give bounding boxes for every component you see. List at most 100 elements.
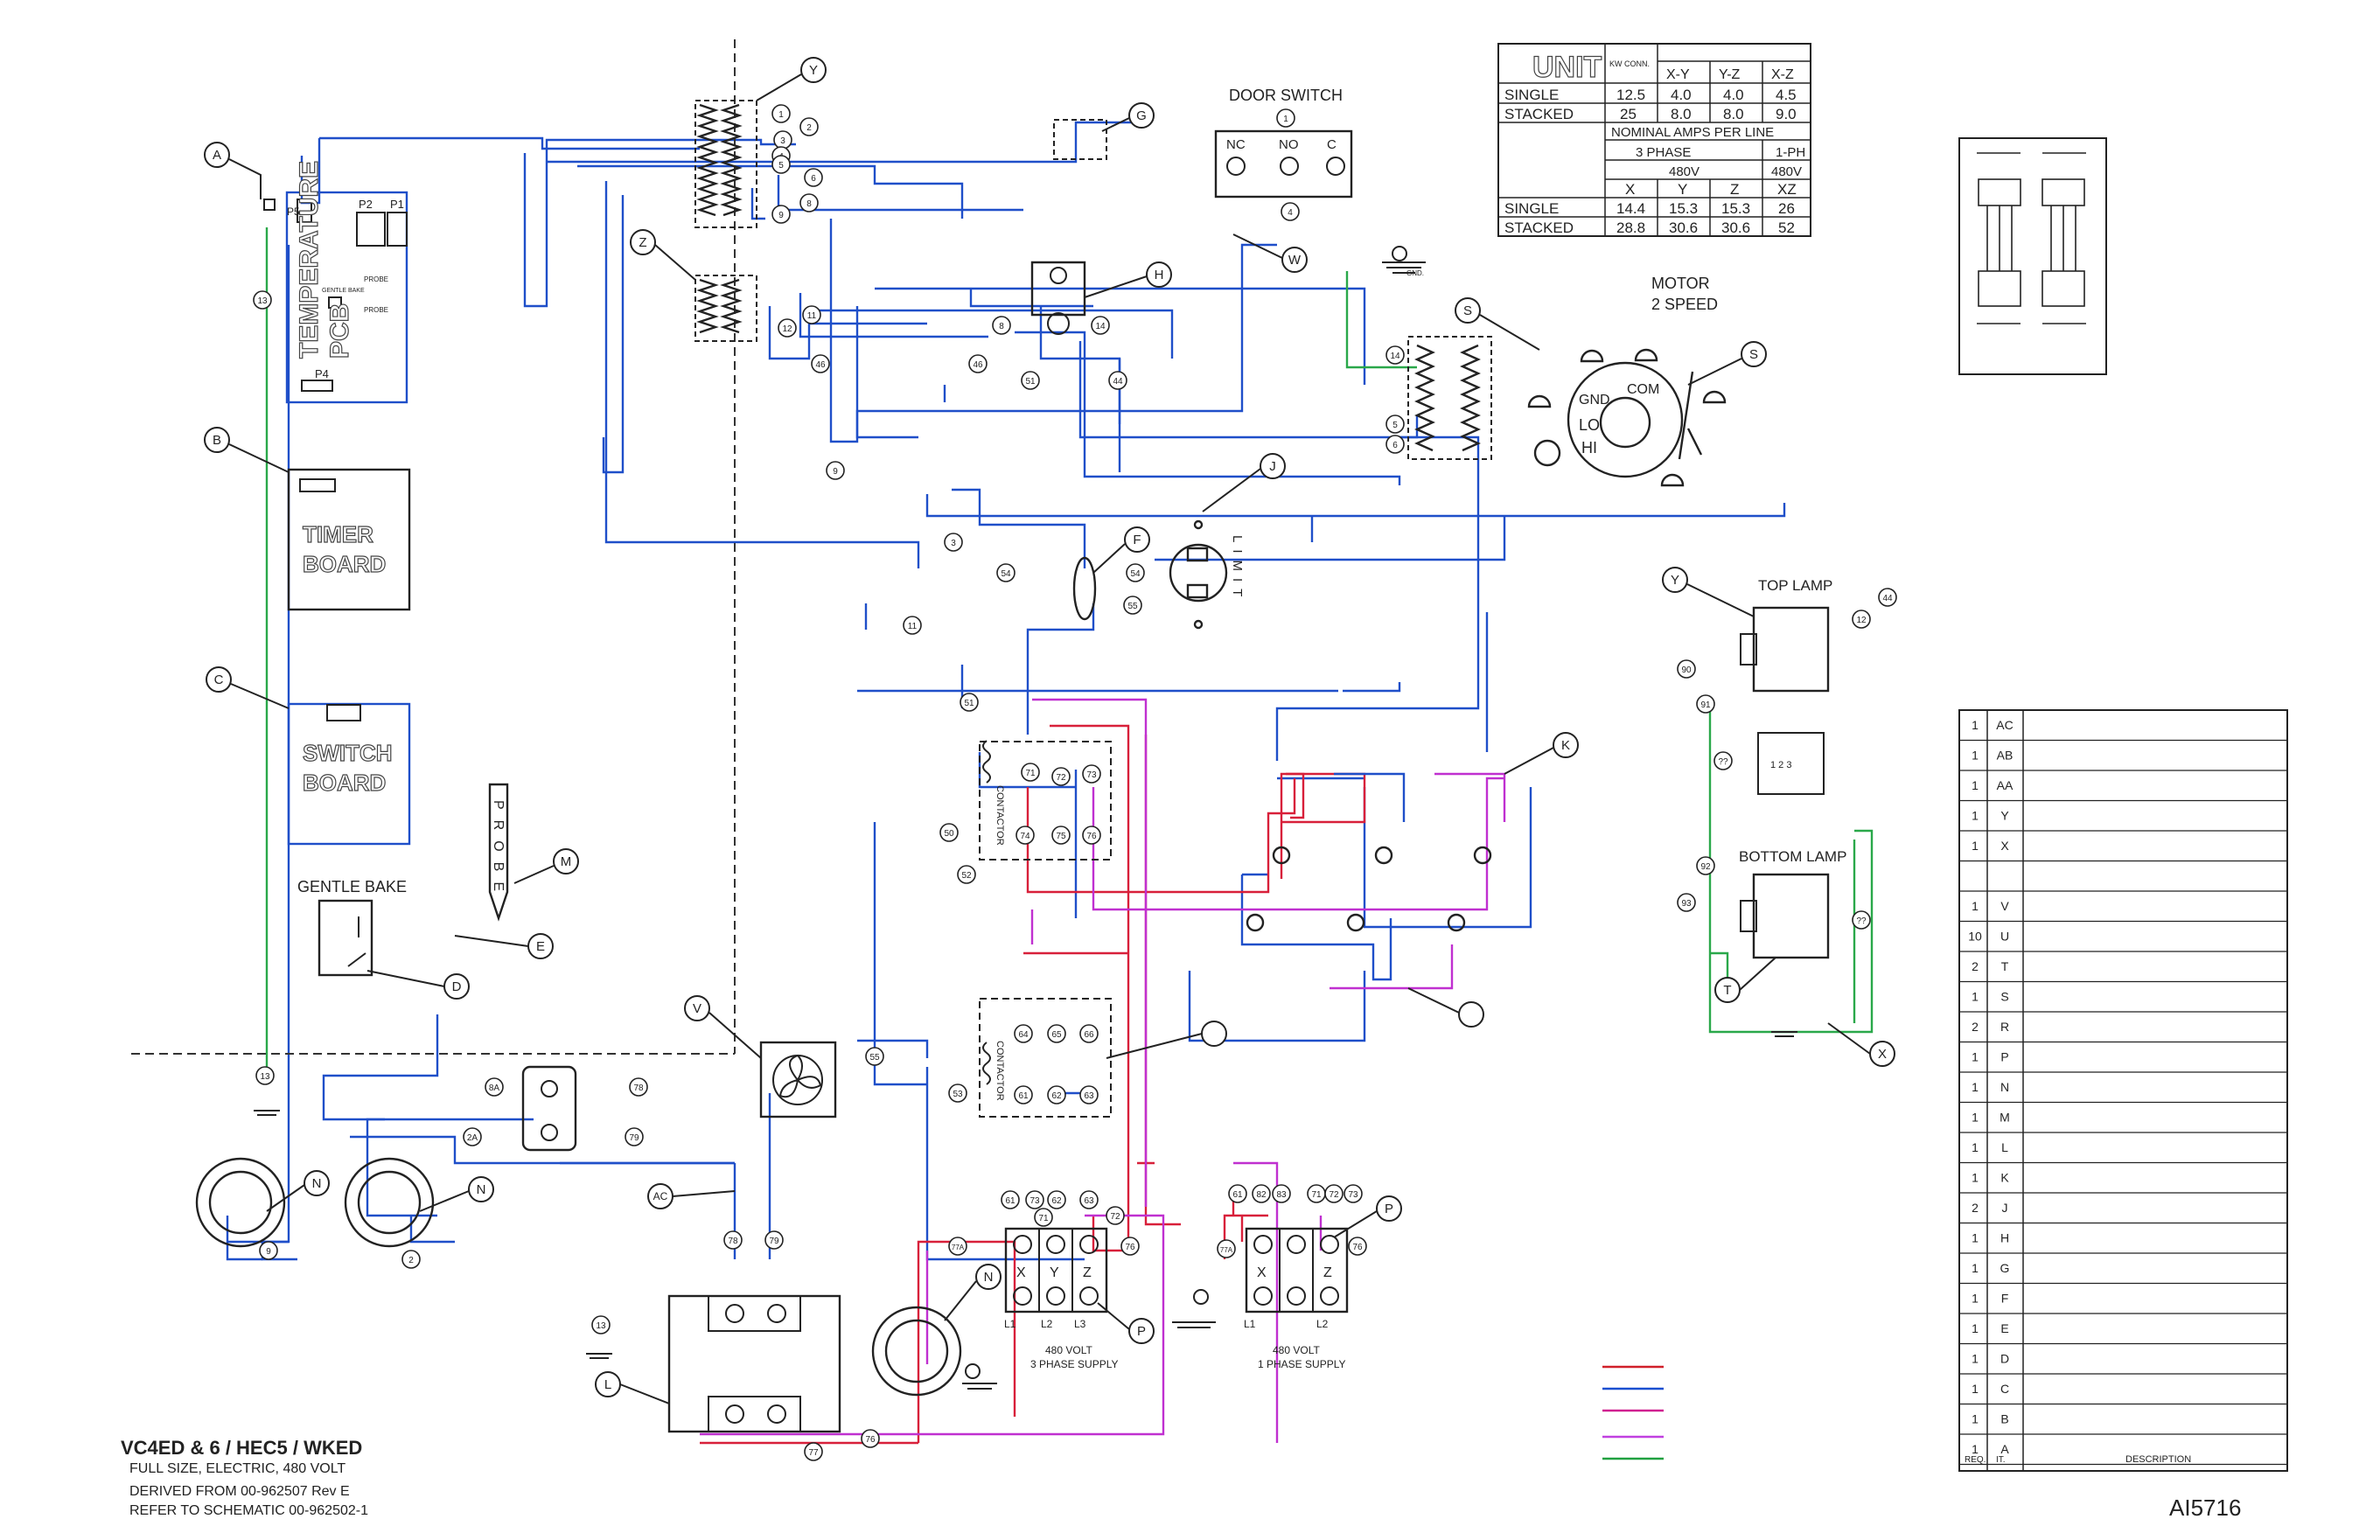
wire-number-label: 54: [1130, 569, 1141, 579]
callout-letter-p2: P: [1385, 1202, 1393, 1216]
wire-number-label: ??: [1718, 757, 1728, 767]
wire-number-label: 5: [1392, 421, 1398, 430]
parts-row-req: 1: [1972, 899, 1979, 913]
callout-letter-w: W: [1288, 253, 1302, 268]
switch-label-2: BOARD: [303, 770, 386, 796]
col-yz: Y-Z: [1719, 67, 1741, 82]
single-kw: 12.5: [1616, 87, 1645, 103]
single-label: SINGLE: [1504, 87, 1559, 103]
one-phase: 1-PH: [1776, 145, 1805, 160]
divider-lines: [131, 39, 736, 1055]
col-xy: X-Y: [1666, 67, 1690, 82]
wire-number-bubble: [960, 693, 979, 712]
wire-number-label: 73: [1029, 1196, 1040, 1206]
parts-row-item: C: [2000, 1382, 2009, 1396]
green-wiring: [265, 227, 1874, 1067]
v480-a: 480V: [1669, 164, 1700, 179]
parts-row-item: S: [2000, 990, 2008, 1004]
wire-number-label: 50: [944, 829, 954, 839]
wire-number-bubble: [1016, 826, 1035, 845]
single-xz: 4.5: [1776, 87, 1797, 103]
single-amps-x: 14.4: [1616, 200, 1645, 217]
stacked-xz: 9.0: [1776, 106, 1797, 122]
wire-number-bubble: [1079, 1024, 1099, 1043]
wire-number-bubble: [1348, 1237, 1367, 1256]
wire-number-bubble: [1021, 371, 1040, 390]
wire-number-bubble: [1217, 1239, 1236, 1258]
wire-number-bubble: [1051, 826, 1071, 845]
lamp-holder-bottom-left: [1740, 900, 1757, 932]
heater-elements: [1246, 772, 1506, 932]
wire-number-label: 76: [1125, 1243, 1135, 1252]
gentle-small: GENTLE BAKE: [322, 288, 365, 294]
wire-number-label: 4: [1288, 208, 1293, 218]
wire-number-bubble: [771, 104, 791, 123]
l2-3ph: L2: [1041, 1318, 1053, 1330]
wire-number-label: 63: [1084, 1196, 1094, 1206]
probe-body: [488, 783, 509, 922]
wire-number-bubble: [1228, 1184, 1247, 1203]
callout-w: [1281, 247, 1308, 273]
wire-number-bubble: [1047, 1085, 1066, 1104]
parts-row-req: 1: [1972, 1080, 1979, 1094]
wire-number-bubble: [1126, 563, 1145, 582]
wire-number-bubble: [939, 823, 959, 842]
parts-row-item: M: [2000, 1111, 2010, 1125]
wire-number-bubble: [1034, 1208, 1053, 1227]
parts-row-req: 2: [1972, 1020, 1979, 1034]
wire-number-label: 71: [1311, 1190, 1322, 1200]
amps-title: NOMINAL AMPS PER LINE: [1611, 125, 1774, 140]
parts-row-req: 10: [1968, 930, 1982, 944]
callout-letter-k: K: [1561, 738, 1570, 753]
parts-row-req: 2: [1972, 959, 1979, 973]
wire-number-bubble: [723, 1230, 743, 1250]
wire-number-bubble: [253, 290, 272, 310]
wire-number-bubble: [625, 1127, 644, 1146]
wire-number-label: 2: [408, 1256, 414, 1265]
parts-row-item: X: [2000, 839, 2009, 853]
color-legend: [1602, 1365, 1664, 1460]
parts-row-item: D: [2000, 1352, 2009, 1366]
wire-number-label: 78: [728, 1237, 738, 1246]
callout-letter-p1: P: [1137, 1324, 1146, 1339]
component-labels: TEMPERATURE PCB P2 P1 P4 P5 PROBE PROBE …: [121, 87, 2241, 1521]
wire-number-bubble: [804, 1442, 823, 1461]
callout-n1: [304, 1170, 330, 1196]
callout-letter-ac: AC: [653, 1190, 668, 1202]
bottom-lamp: [1752, 873, 1830, 959]
callout-letter-m: M: [561, 854, 572, 869]
gentle-bake-label: GENTLE BAKE: [297, 878, 407, 895]
wire-number-bubble: [1014, 1024, 1033, 1043]
wire-number-bubble: [968, 354, 988, 373]
no-label: NO: [1279, 137, 1299, 152]
wire-number-label: 5: [778, 161, 784, 171]
callout-p1: [1128, 1318, 1155, 1344]
terminal-block-y: [694, 100, 757, 228]
wire-number-bubble: [948, 1084, 967, 1103]
wire-number-label: 12: [782, 324, 792, 334]
stacked-yz: 8.0: [1723, 106, 1744, 122]
wire-number-label: 76: [1352, 1243, 1363, 1252]
wire-number-bubble: [1047, 1024, 1066, 1043]
contactor-1: [979, 740, 1112, 861]
wire-number-bubble: [1324, 1184, 1344, 1203]
motor: [1527, 348, 1727, 487]
stacked-label: STACKED: [1504, 106, 1574, 122]
wire-number-bubble: [1014, 1085, 1033, 1104]
contactor-label-1: CONTACTOR: [995, 785, 1005, 846]
parts-row-req: 1: [1972, 1412, 1979, 1426]
callout-letter-z: Z: [639, 235, 646, 250]
zigzag-terminals: [696, 103, 1481, 452]
wire-number-label: 11: [908, 622, 918, 631]
wire-number-bubble: [771, 205, 791, 224]
wire-number-label: 8: [999, 322, 1004, 331]
spec-table: UNIT KW CONN. X-Y Y-Z X-Z SINGLE 12.5 4.…: [1497, 43, 1811, 237]
wire-number-label: 53: [953, 1090, 963, 1099]
parts-row-item: E: [2000, 1321, 2008, 1335]
parts-row-item: R: [2000, 1020, 2009, 1034]
wire-number-bubble: [1272, 1184, 1291, 1203]
parts-row-item: Y: [2000, 809, 2009, 823]
callout-letter-n3: N: [984, 1270, 994, 1285]
wire-number-label: 46: [815, 360, 826, 370]
supply3-label-1: 480 VOLT: [1045, 1344, 1092, 1356]
